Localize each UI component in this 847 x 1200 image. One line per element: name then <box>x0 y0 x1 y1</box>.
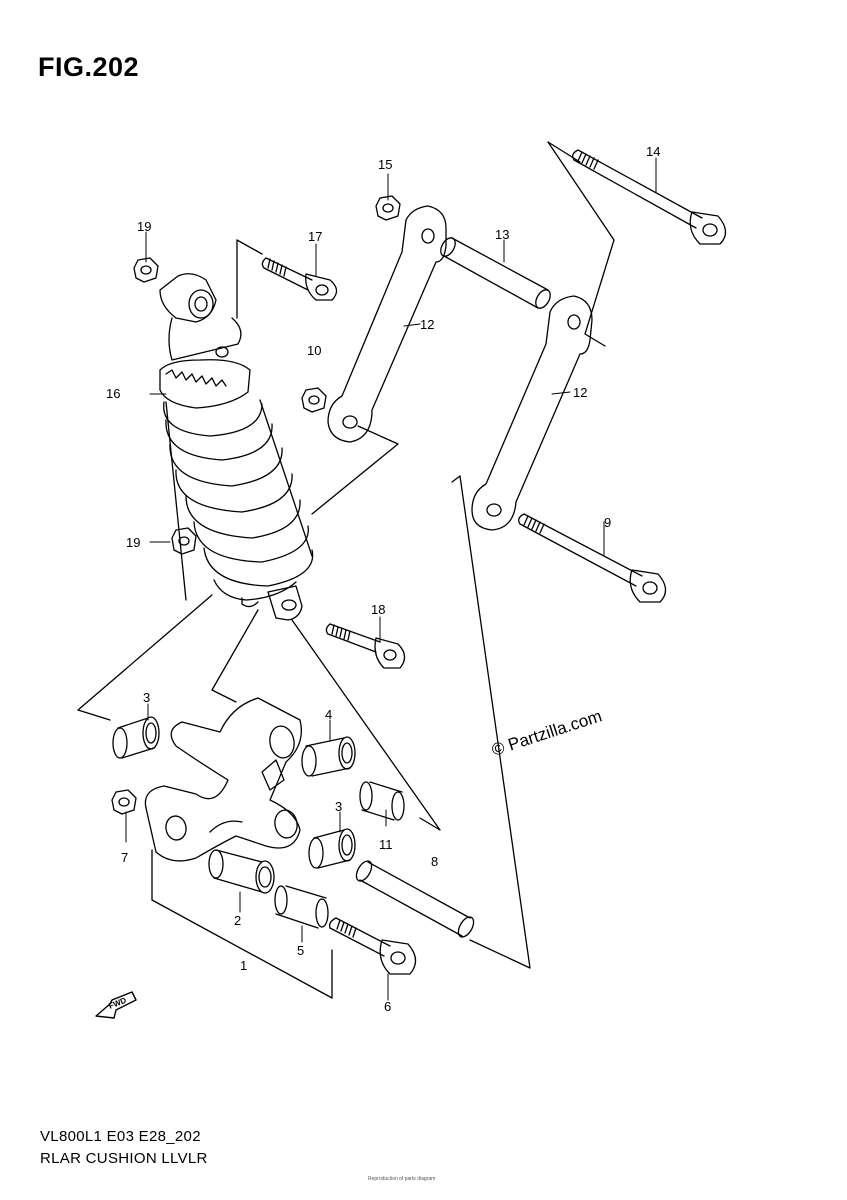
link-rod-12-lower <box>471 295 593 531</box>
callout-9: 9 <box>604 515 611 530</box>
nut-7 <box>111 789 137 815</box>
callout-2: 2 <box>234 913 241 928</box>
bolt-14 <box>572 149 727 245</box>
callout-16: 16 <box>106 386 120 401</box>
callout-1: 1 <box>240 958 247 973</box>
callout-11: 11 <box>379 837 393 852</box>
assembly-leader-lines <box>77 141 615 999</box>
bolt-17 <box>261 257 338 301</box>
callout-leaders <box>125 157 657 1001</box>
callout-17: 17 <box>308 229 322 244</box>
nut-19-bottom <box>171 527 197 555</box>
watermark: © Partzilla.com <box>489 706 604 759</box>
callout-3-left: 3 <box>143 690 150 705</box>
nut-15 <box>375 195 401 221</box>
callout-14: 14 <box>646 144 660 159</box>
callout-12-lower: 12 <box>573 385 587 400</box>
bolt-6 <box>328 917 417 975</box>
bearing-3-left <box>112 716 160 759</box>
callout-5: 5 <box>297 943 304 958</box>
footer-part-name: RLAR CUSHION LLVLR <box>40 1150 208 1167</box>
callout-10: 10 <box>307 343 321 358</box>
nut-19-top <box>133 257 159 283</box>
callout-15: 15 <box>378 157 392 172</box>
callout-19-bottom: 19 <box>126 535 140 550</box>
fwd-arrow-icon: FWD <box>95 991 137 1019</box>
bearing-2 <box>208 849 275 894</box>
cushion-lever <box>144 697 303 862</box>
callout-numbers: 1 2 3 3 4 5 6 7 8 9 10 11 12 12 13 14 15… <box>106 144 660 1014</box>
bearing-4 <box>301 736 356 777</box>
callout-3-right: 3 <box>335 799 342 814</box>
callout-12-upper: 12 <box>420 317 434 332</box>
tiny-footnote: Reproduction of parts diagram <box>368 1176 436 1182</box>
footer-model-code: VL800L1 E03 E28_202 <box>40 1128 201 1145</box>
nut-10 <box>301 387 327 413</box>
callout-13: 13 <box>495 227 509 242</box>
callout-8: 8 <box>431 854 438 869</box>
bolt-18 <box>325 623 406 669</box>
pipe-13 <box>440 237 551 309</box>
pipe-8 <box>355 860 475 938</box>
spacer-11 <box>359 781 405 821</box>
link-rod-12-upper <box>327 205 447 443</box>
callout-4: 4 <box>325 707 332 722</box>
bolt-9 <box>518 513 667 603</box>
callout-19-top: 19 <box>137 219 151 234</box>
callout-6: 6 <box>384 999 391 1014</box>
shock-absorber <box>159 273 314 621</box>
bearing-3-right <box>308 828 356 869</box>
spacer-5 <box>274 885 329 929</box>
callout-7: 7 <box>121 850 128 865</box>
figure-title: FIG.202 <box>38 52 140 82</box>
callout-18: 18 <box>371 602 385 617</box>
